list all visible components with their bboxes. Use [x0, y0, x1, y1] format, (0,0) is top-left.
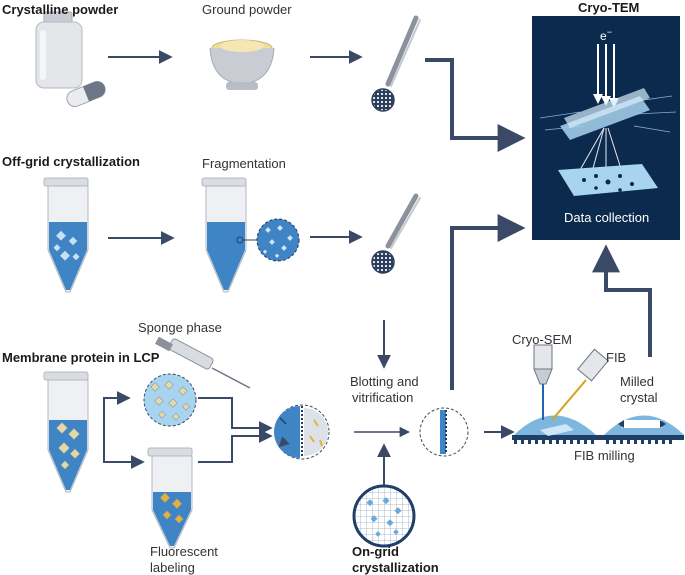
- label-fluorescent-1: Fluorescent: [150, 544, 218, 559]
- tweezers-grid-2: [371, 193, 421, 274]
- tube-fragmentation: [201, 177, 258, 293]
- lcp-branch-arrows: [103, 391, 145, 469]
- tube-fluorescent: [147, 447, 193, 549]
- label-data-collection: Data collection: [564, 210, 649, 225]
- label-milled-1: Milled: [620, 374, 654, 389]
- syringe: [155, 336, 251, 389]
- label-electron: e−: [600, 27, 612, 43]
- label-fluorescent-2: labeling: [150, 560, 195, 575]
- powder-bottle: [35, 11, 83, 89]
- label-fib-milling: FIB milling: [574, 448, 635, 463]
- tube-off-grid: [43, 177, 89, 293]
- merge-arrows: [198, 397, 273, 463]
- fib-column: [551, 348, 609, 421]
- label-sponge-phase: Sponge phase: [138, 320, 222, 335]
- crystal-beam: [560, 88, 650, 140]
- label-electron-sup: −: [607, 27, 612, 37]
- fib-milling-stage: [512, 415, 684, 444]
- label-blotting-2: vitrification: [352, 390, 413, 405]
- label-milled-2: crystal: [620, 390, 658, 405]
- label-on-grid-1: On-grid: [352, 544, 399, 559]
- cryo-sem-column: [533, 344, 553, 420]
- label-on-grid-2: crystallization: [352, 560, 439, 575]
- label-cryo-tem: Cryo-TEM: [578, 0, 639, 15]
- on-grid-circle: [352, 484, 416, 548]
- cryo-tem-panel: [532, 16, 680, 240]
- sponge-phase-circle: [143, 373, 197, 427]
- label-blotting-1: Blotting and: [350, 374, 419, 389]
- tube-lcp: [43, 371, 89, 493]
- vitrified-grid-zoom: [419, 407, 469, 457]
- label-crystalline-powder: Crystalline powder: [2, 2, 118, 17]
- detector-plate: [558, 164, 658, 196]
- fragmentation-zoom: [256, 218, 300, 262]
- label-membrane-lcp: Membrane protein in LCP: [2, 350, 160, 365]
- label-off-grid: Off-grid crystallization: [2, 154, 140, 169]
- label-cryo-sem: Cryo-SEM: [512, 332, 572, 347]
- capsule: [66, 81, 106, 107]
- label-fib: FIB: [606, 350, 626, 365]
- label-electron-e: e: [600, 29, 607, 43]
- label-ground-powder: Ground powder: [202, 2, 292, 17]
- label-fragmentation: Fragmentation: [202, 156, 286, 171]
- mortar-bowl: [209, 39, 275, 90]
- lcp-grid-zoom: [274, 404, 330, 460]
- tweezers-grid-1: [371, 15, 421, 112]
